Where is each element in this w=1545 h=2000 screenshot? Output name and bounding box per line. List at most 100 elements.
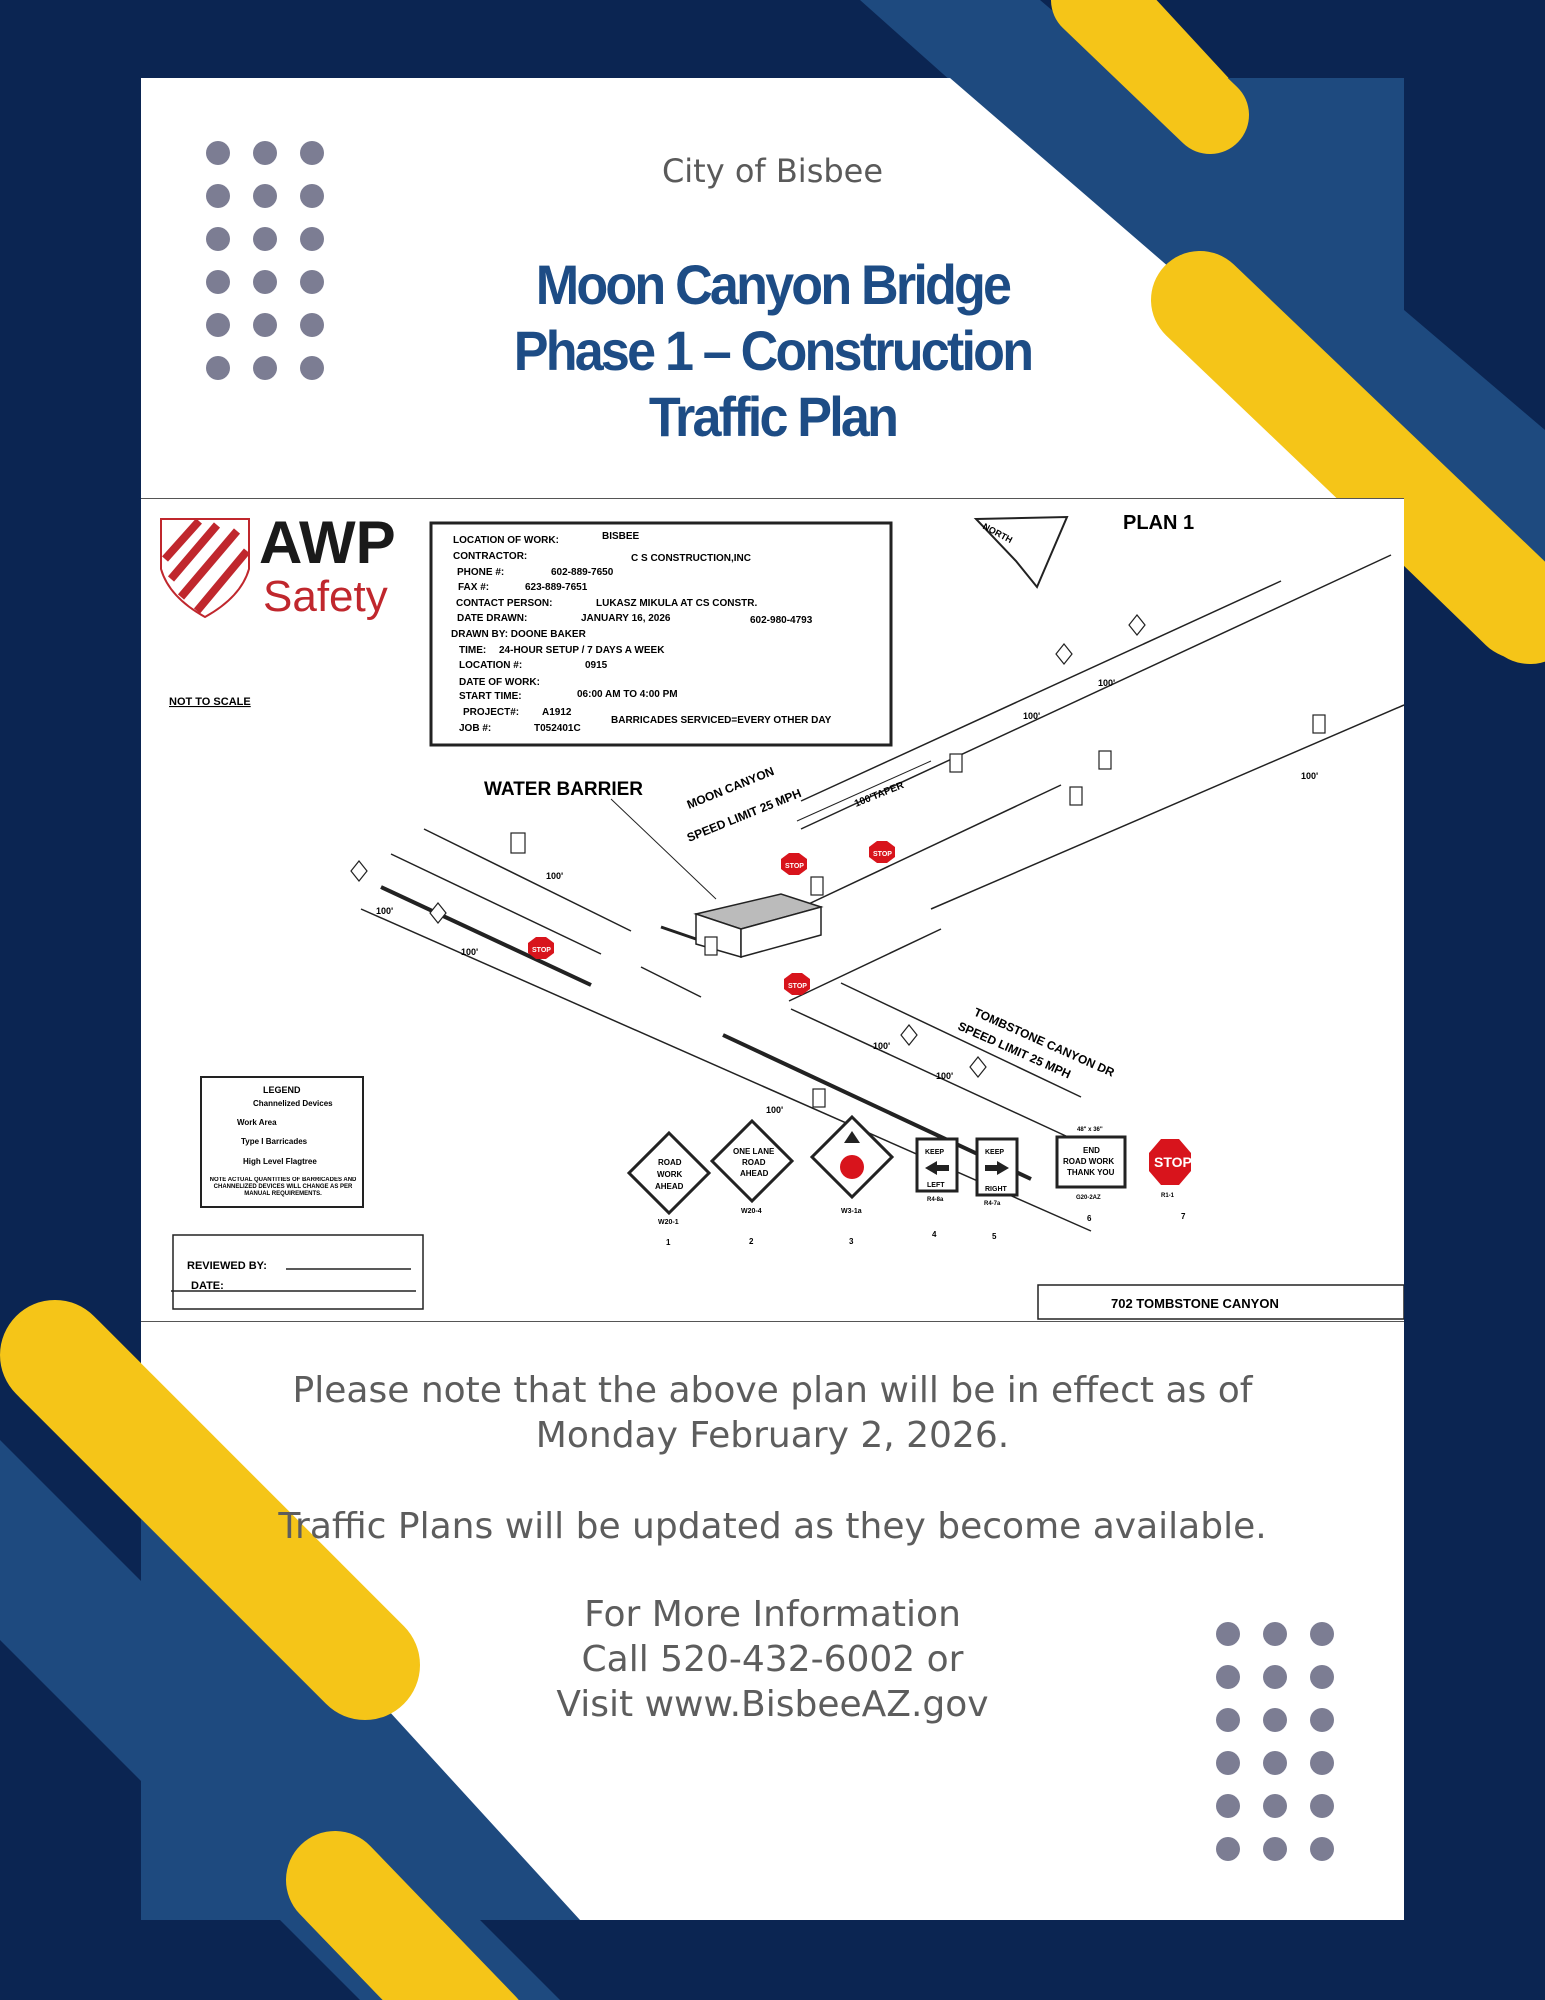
svg-text:STOP: STOP bbox=[532, 947, 551, 954]
svg-text:REVIEWED BY:: REVIEWED BY: bbox=[187, 1260, 267, 1272]
svg-text:100': 100' bbox=[766, 1105, 783, 1115]
legend-note: NOTE ACTUAL QUANTITIES OF BARRICADES AND… bbox=[209, 1177, 357, 1197]
svg-text:AHEAD: AHEAD bbox=[740, 1169, 769, 1178]
svg-text:0915: 0915 bbox=[585, 660, 608, 671]
info-phone: Call 520-432-6002 or bbox=[581, 1639, 964, 1680]
reviewed-box: REVIEWED BY: DATE: bbox=[171, 1234, 424, 1310]
stop-sign-icon: STOP bbox=[784, 973, 810, 995]
svg-text:100': 100' bbox=[936, 1071, 953, 1081]
traffic-plan-diagram: AWP Safety NOT TO SCALE LOCATION OF WORK… bbox=[141, 498, 1404, 1322]
svg-text:3: 3 bbox=[849, 1237, 854, 1246]
sign-stop-ahead-icon: W3-1a 3 bbox=[809, 1114, 895, 1246]
svg-text:STOP: STOP bbox=[1154, 1154, 1192, 1170]
svg-text:ROAD: ROAD bbox=[658, 1158, 682, 1167]
svg-text:STOP: STOP bbox=[788, 983, 807, 990]
svg-text:PROJECT#:: PROJECT#: bbox=[463, 707, 519, 718]
svg-text:A1912: A1912 bbox=[542, 707, 572, 718]
stop-sign-icon: STOP bbox=[869, 841, 895, 863]
svg-text:TIME:: TIME: bbox=[459, 645, 486, 656]
north-arrow-icon: NORTH bbox=[973, 515, 1069, 589]
svg-text:DRAWN BY: DOONE BAKER: DRAWN BY: DOONE BAKER bbox=[451, 629, 587, 640]
page-title: Moon Canyon Bridge Phase 1 – Constructio… bbox=[185, 252, 1360, 450]
svg-text:G20-2AZ: G20-2AZ bbox=[1076, 1195, 1101, 1201]
organization-name: City of Bisbee bbox=[661, 152, 884, 190]
address-box: 702 TOMBSTONE CANYON bbox=[1037, 1284, 1404, 1320]
svg-text:CONTACT PERSON:: CONTACT PERSON: bbox=[456, 598, 552, 609]
awp-brand-sub: Safety bbox=[263, 572, 388, 621]
svg-text:100': 100' bbox=[1098, 678, 1115, 688]
svg-text:2: 2 bbox=[749, 1237, 754, 1246]
svg-text:FAX #:: FAX #: bbox=[458, 582, 489, 593]
svg-text:DATE DRAWN:: DATE DRAWN: bbox=[457, 613, 527, 624]
svg-text:KEEP: KEEP bbox=[985, 1149, 1004, 1156]
svg-text:R1-1: R1-1 bbox=[1161, 1193, 1175, 1199]
svg-text:602-980-4793: 602-980-4793 bbox=[750, 615, 813, 626]
svg-text:END: END bbox=[1083, 1146, 1100, 1155]
awp-logo: AWP Safety bbox=[160, 509, 396, 621]
sign-posts bbox=[350, 614, 1326, 1108]
svg-text:C S CONSTRUCTION,INC: C S CONSTRUCTION,INC bbox=[631, 553, 751, 564]
svg-text:4: 4 bbox=[932, 1230, 937, 1239]
svg-text:100': 100' bbox=[546, 871, 563, 881]
svg-text:100': 100' bbox=[376, 906, 393, 916]
distance-labels: 100' 100' 100' 100' 100' 100' 100' 100' … bbox=[376, 678, 1318, 1115]
sign-stop-icon: STOP R1-1 7 bbox=[1149, 1139, 1192, 1221]
svg-text:BARRICADES SERVICED=EVERY OTHE: BARRICADES SERVICED=EVERY OTHER DAY bbox=[611, 715, 832, 726]
work-info-box: LOCATION OF WORK: BISBEE CONTRACTOR: C S… bbox=[429, 521, 893, 747]
svg-text:RIGHT: RIGHT bbox=[985, 1186, 1008, 1193]
svg-text:W20-1: W20-1 bbox=[658, 1219, 679, 1226]
sign-keep-left-icon: KEEP LEFT R4-8a 4 bbox=[915, 1137, 959, 1239]
svg-text:LEFT: LEFT bbox=[927, 1182, 945, 1189]
road-lines bbox=[360, 554, 1404, 1232]
svg-text:602-889-7650: 602-889-7650 bbox=[551, 567, 614, 578]
work-zone bbox=[660, 893, 824, 958]
svg-text:ROAD: ROAD bbox=[742, 1158, 766, 1167]
svg-text:5: 5 bbox=[992, 1232, 997, 1241]
effective-line: Please note that the above plan will be … bbox=[292, 1370, 1253, 1411]
svg-text:100': 100' bbox=[1023, 711, 1040, 721]
title-line: Phase 1 – Construction bbox=[513, 319, 1034, 382]
stop-sign-icon: STOP bbox=[781, 853, 807, 875]
svg-text:STOP: STOP bbox=[785, 863, 804, 870]
svg-text:623-889-7651: 623-889-7651 bbox=[525, 582, 588, 593]
svg-text:JOB #:: JOB #: bbox=[459, 723, 491, 734]
svg-text:100': 100' bbox=[461, 947, 478, 957]
svg-text:Work Area: Work Area bbox=[237, 1118, 277, 1127]
plan-label: PLAN 1 bbox=[1123, 512, 1194, 534]
svg-text:24-HOUR SETUP / 7 DAYS A WEEK: 24-HOUR SETUP / 7 DAYS A WEEK bbox=[499, 645, 665, 656]
updates-note: Traffic Plans will be updated as they be… bbox=[278, 1506, 1267, 1547]
water-barrier-label: WATER BARRIER bbox=[484, 779, 643, 800]
svg-text:100': 100' bbox=[873, 1041, 890, 1051]
svg-text:48" x 36": 48" x 36" bbox=[1077, 1127, 1103, 1133]
stop-sign-icon: STOP bbox=[528, 937, 554, 959]
svg-text:1: 1 bbox=[666, 1238, 671, 1247]
legend: LEGEND Channelized Devices Work Area Typ… bbox=[200, 1076, 364, 1208]
info-heading: For More Information bbox=[584, 1594, 961, 1635]
svg-text:Type I Barricades: Type I Barricades bbox=[241, 1137, 308, 1146]
svg-text:START TIME:: START TIME: bbox=[459, 691, 522, 702]
not-to-scale-label: NOT TO SCALE bbox=[169, 696, 251, 708]
svg-text:BISBEE: BISBEE bbox=[602, 531, 640, 542]
svg-text:AHEAD: AHEAD bbox=[655, 1182, 684, 1191]
contact-info: For More Information Call 520-432-6002 o… bbox=[141, 1592, 1404, 1727]
title-line: Traffic Plan bbox=[648, 385, 899, 448]
info-website[interactable]: Visit www.BisbeeAZ.gov bbox=[556, 1684, 989, 1725]
svg-text:JANUARY 16, 2026: JANUARY 16, 2026 bbox=[581, 613, 671, 624]
svg-text:6: 6 bbox=[1087, 1214, 1092, 1223]
svg-text:LOCATION OF WORK:: LOCATION OF WORK: bbox=[453, 535, 559, 546]
svg-text:WORK: WORK bbox=[657, 1170, 683, 1179]
svg-text:R4-8a: R4-8a bbox=[927, 1197, 944, 1203]
svg-text:LOCATION #:: LOCATION #: bbox=[459, 660, 522, 671]
svg-text:Channelized Devices: Channelized Devices bbox=[253, 1099, 333, 1108]
svg-text:ROAD WORK: ROAD WORK bbox=[1063, 1157, 1114, 1166]
effective-line: Monday February 2, 2026. bbox=[535, 1415, 1010, 1456]
svg-text:06:00 AM TO 4:00 PM: 06:00 AM TO 4:00 PM bbox=[577, 689, 678, 700]
sign-keep-right-icon: KEEP RIGHT R4-7a 5 bbox=[975, 1137, 1019, 1241]
svg-text:THANK YOU: THANK YOU bbox=[1067, 1168, 1115, 1177]
svg-text:DATE OF WORK:: DATE OF WORK: bbox=[459, 677, 540, 688]
svg-text:STOP: STOP bbox=[873, 851, 892, 858]
svg-text:100': 100' bbox=[1301, 771, 1318, 781]
svg-text:W20-4: W20-4 bbox=[741, 1208, 762, 1215]
svg-text:LEGEND: LEGEND bbox=[263, 1085, 301, 1095]
svg-text:W3-1a: W3-1a bbox=[841, 1208, 862, 1215]
